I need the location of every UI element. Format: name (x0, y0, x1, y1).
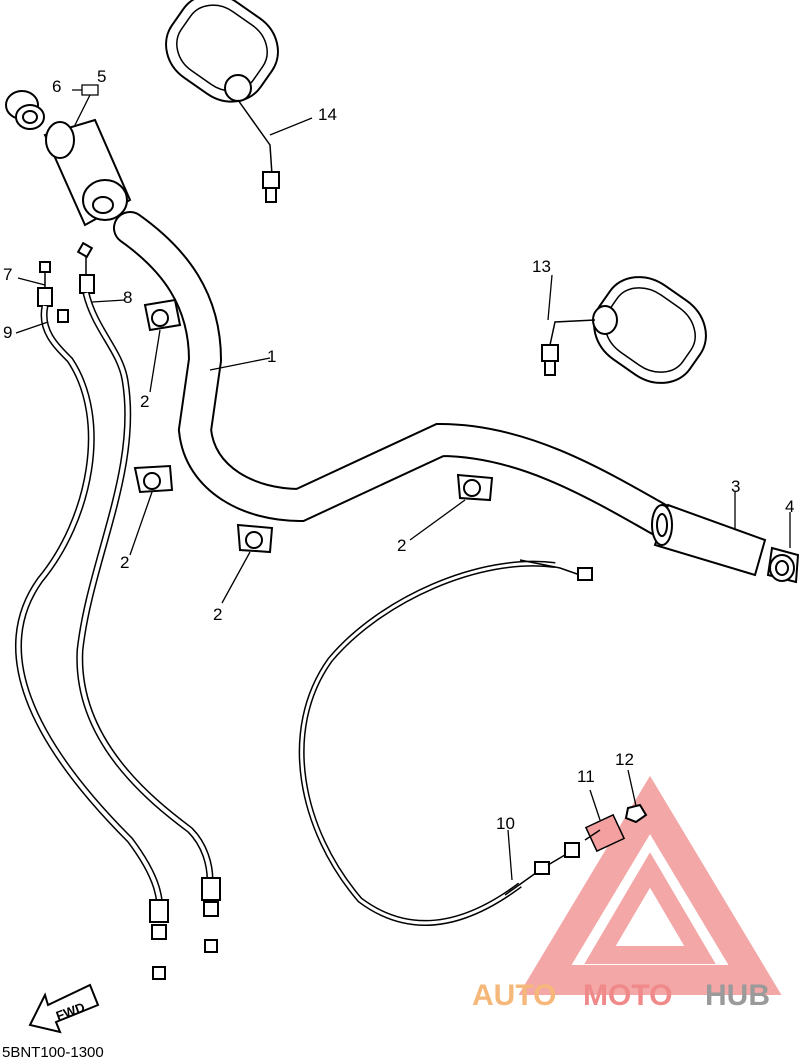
grip-end-right (766, 546, 800, 584)
throttle-cable (15, 305, 169, 980)
left-mirror (165, 0, 280, 203)
callout-13: 13 (532, 257, 551, 276)
cable-fitting (37, 261, 69, 323)
watermark-logo-icon (518, 775, 782, 995)
callout-14: 14 (318, 105, 337, 124)
throttle-cable (76, 292, 221, 953)
watermark-auto: AUTO (472, 979, 556, 1012)
callout-10: 10 (496, 814, 515, 833)
watermark-hub: HUB (705, 979, 770, 1012)
right-mirror (541, 276, 707, 384)
cable-fitting (76, 241, 95, 294)
grip-end-left (5, 90, 45, 130)
adjuster-nut (624, 803, 648, 824)
callout-11: 11 (577, 767, 595, 786)
callout-2: 2 (140, 392, 149, 411)
right-grip (651, 503, 767, 577)
callout-5: 5 (97, 67, 106, 86)
callout-6: 6 (52, 77, 61, 96)
cable-clamp (133, 464, 174, 494)
watermark-text: AUTO MOTO HUB (472, 979, 770, 1012)
handlebar (113, 211, 677, 537)
callout-12: 12 (615, 750, 634, 769)
callout-1: 1 (267, 347, 276, 366)
callout-9: 9 (3, 323, 12, 342)
callout-4: 4 (785, 497, 794, 516)
callout-8: 8 (123, 288, 132, 307)
cable-clamp (236, 523, 274, 554)
callout-2: 2 (397, 536, 406, 555)
cable-clamp (143, 298, 182, 332)
callout-7: 7 (3, 265, 12, 284)
cable-clamp (456, 473, 494, 502)
diagram-code: 5BNT100-1300 (2, 1044, 104, 1059)
callout-2: 2 (120, 553, 129, 572)
callout-3: 3 (731, 477, 740, 496)
clutch-cable (298, 559, 593, 926)
cable-adjuster (584, 813, 626, 853)
callout-2: 2 (213, 605, 222, 624)
left-grip (43, 118, 132, 227)
watermark-moto: MOTO (583, 979, 672, 1012)
fwd-arrow-icon: FWD (28, 983, 100, 1034)
leader-lines (15, 84, 791, 881)
